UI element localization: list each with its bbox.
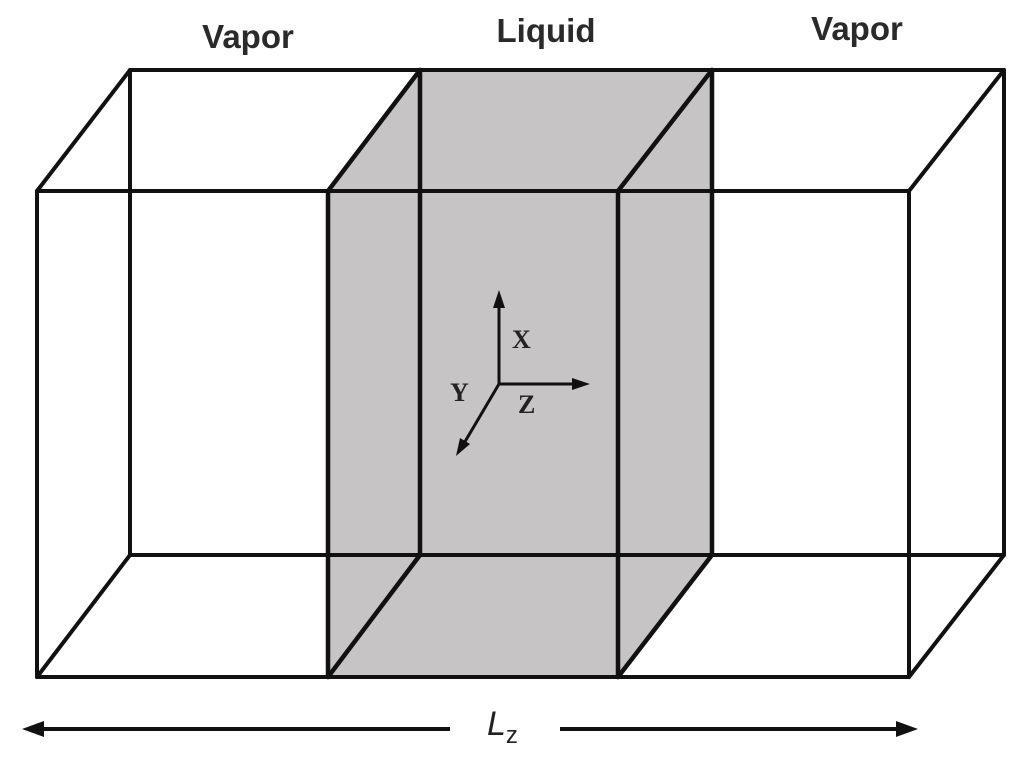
y-axis-arrowhead <box>456 438 470 456</box>
liquid-slab <box>328 70 712 677</box>
dimension-symbol: L <box>487 705 506 743</box>
dimension-subscript: z <box>506 722 518 749</box>
label-vapor-left: Vapor <box>202 18 294 55</box>
dimension-arrowhead-right <box>896 721 918 737</box>
dimension-arrowhead-left <box>22 721 44 737</box>
liquid-front-face <box>328 191 618 677</box>
label-liquid: Liquid <box>497 12 596 49</box>
interface-right <box>615 67 715 680</box>
liquid-right-face <box>618 70 712 677</box>
liquid-top-face <box>328 70 712 191</box>
length-dimension: Lz <box>22 705 918 749</box>
interface-left <box>325 67 423 680</box>
x-axis-arrowhead <box>493 290 505 308</box>
y-axis-line <box>461 383 501 446</box>
interface-left-bottom-diagonal <box>325 552 423 680</box>
box-depth-edge-bottom-right <box>907 553 1006 679</box>
box-wireframe <box>35 68 1006 679</box>
box-back-edge <box>128 68 1006 557</box>
box-depth-edge-top-left <box>35 68 132 193</box>
interface-right-top-diagonal <box>615 67 715 194</box>
box-depth-edge-bottom-left <box>35 553 132 679</box>
dimension-label: Lz <box>487 705 518 749</box>
box-depth-edge-top-right <box>907 68 1006 193</box>
interface-left-top-diagonal <box>325 67 423 194</box>
x-axis-label: X <box>512 325 531 354</box>
y-axis-label: Y <box>450 378 469 407</box>
z-axis-arrowhead <box>572 378 590 390</box>
label-vapor-right: Vapor <box>811 10 903 47</box>
interface-right-bottom-diagonal <box>615 552 715 680</box>
coordinate-axes: X Y Z <box>450 290 590 456</box>
box-front-edge <box>35 189 911 679</box>
z-axis-label: Z <box>518 390 535 419</box>
